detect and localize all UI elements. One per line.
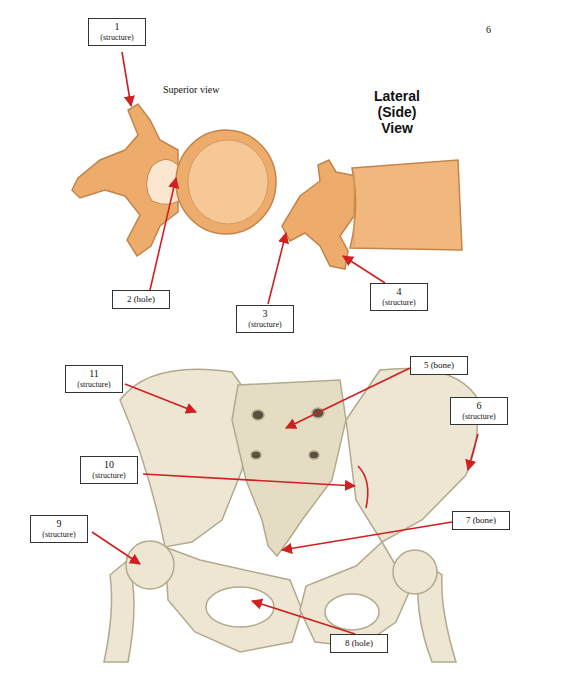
callout-kind: (structure): [36, 530, 82, 540]
callout-kind: (structure): [86, 471, 132, 481]
callout-number: 5 (bone): [416, 359, 462, 372]
vertebra-lateral: [282, 160, 462, 269]
callout-number: 7 (bone): [458, 514, 504, 527]
leader-arrows: [92, 52, 478, 634]
label-box: 8 (hole): [330, 634, 388, 653]
callout-number: 6: [456, 400, 502, 412]
view-label: Superior view: [163, 84, 253, 96]
label-box: 3(structure): [236, 305, 294, 333]
label-box: 2 (hole): [112, 290, 170, 309]
pelvis: [104, 368, 478, 662]
label-box: 9(structure): [30, 515, 88, 543]
label-box: 7 (bone): [452, 511, 510, 530]
vertebra-superior: [72, 104, 276, 256]
callout-number: 8 (hole): [336, 637, 382, 650]
callout-number: 9: [36, 518, 82, 530]
label-box: 11(structure): [65, 365, 123, 393]
view-title: Lateral (Side) View: [365, 88, 429, 136]
label-box: 4(structure): [370, 283, 428, 311]
callout-kind: (structure): [242, 320, 288, 330]
callout-kind: (structure): [456, 412, 502, 422]
callout-kind: (structure): [71, 380, 117, 390]
label-box: 5 (bone): [410, 356, 468, 375]
page-number: 6: [486, 24, 506, 36]
callout-number: 3: [242, 308, 288, 320]
label-box: 10(structure): [80, 456, 138, 484]
callout-number: 1: [94, 21, 140, 33]
callout-kind: (structure): [376, 298, 422, 308]
callout-number: 4: [376, 286, 422, 298]
callout-number: 2 (hole): [118, 293, 164, 306]
callout-kind: (structure): [94, 33, 140, 43]
callout-number: 11: [71, 368, 117, 380]
label-box: 1(structure): [88, 18, 146, 46]
label-box: 6(structure): [450, 397, 508, 425]
callout-number: 10: [86, 459, 132, 471]
